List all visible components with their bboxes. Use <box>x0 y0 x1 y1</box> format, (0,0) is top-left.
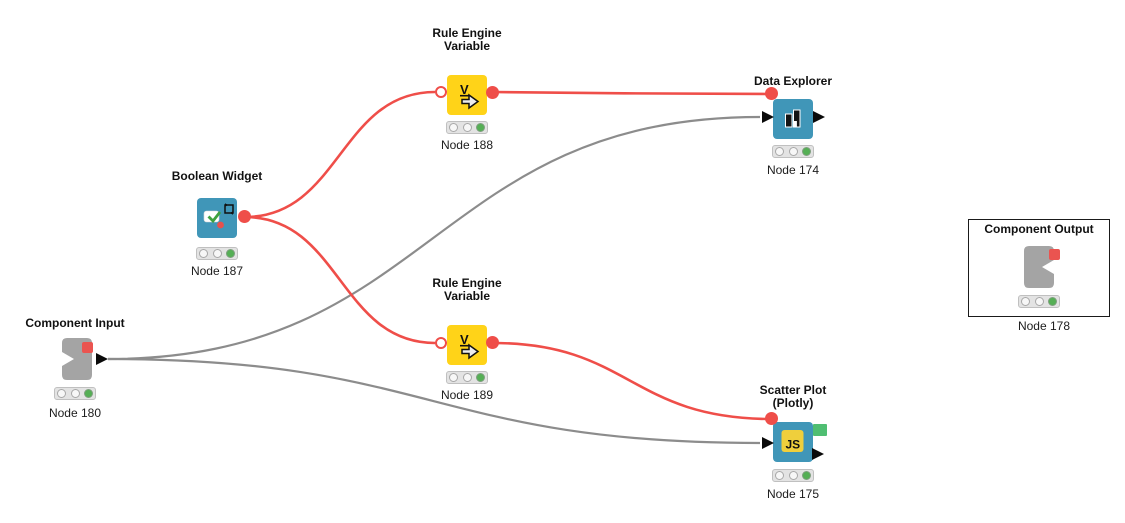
traffic-light <box>1018 295 1060 308</box>
svg-text:V: V <box>460 82 469 97</box>
node-label: Node 188 <box>440 138 494 152</box>
status-dot-executed <box>476 123 485 132</box>
node-boolean-widget[interactable] <box>197 198 237 238</box>
status-dot-configured <box>1034 297 1044 306</box>
connection-boolean-to-rule-engine-bottom[interactable] <box>244 215 436 345</box>
node-label: Node 174 <box>766 163 820 177</box>
status-dot-executed <box>84 389 93 398</box>
flow-variable-port-marker <box>1049 249 1060 260</box>
status-dot-idle <box>1021 297 1030 306</box>
svg-text:V: V <box>460 332 469 347</box>
node-label: Node 175 <box>766 487 820 501</box>
connection-input-to-scatter-plot[interactable] <box>107 357 761 445</box>
node-scatter-plot[interactable]: JS <box>773 422 813 462</box>
data-out-port[interactable] <box>813 111 825 123</box>
node-title-component-output: Component Output <box>984 222 1094 236</box>
traffic-light <box>54 387 96 400</box>
node-rule-engine-variable-top[interactable]: V <box>447 75 487 115</box>
node-title-component-input: Component Input <box>25 316 125 330</box>
node-title-rule-engine-top: Rule Engine Variable <box>432 26 502 53</box>
connection-input-to-data-explorer[interactable] <box>107 115 761 361</box>
flow-variable-out-port[interactable] <box>486 86 499 99</box>
image-out-port[interactable] <box>813 424 827 436</box>
component-output-shape <box>1024 246 1054 288</box>
status-dot-idle <box>775 147 784 156</box>
data-in-port[interactable] <box>762 111 774 123</box>
status-dot-idle <box>449 123 458 132</box>
status-dot-idle <box>199 249 208 258</box>
flow-variable-in-port[interactable] <box>765 87 778 100</box>
node-component-output[interactable] <box>1021 245 1061 294</box>
traffic-light <box>446 121 488 134</box>
traffic-light <box>446 371 488 384</box>
flow-variable-port-marker <box>82 342 93 353</box>
traffic-light <box>772 145 814 158</box>
flow-variable-in-port[interactable] <box>765 412 778 425</box>
flow-variable-out-port[interactable] <box>238 210 251 223</box>
status-dot-executed <box>226 249 235 258</box>
node-data-explorer[interactable] <box>773 99 813 139</box>
node-title-data-explorer: Data Explorer <box>753 74 833 88</box>
node-title-rule-engine-bottom: Rule Engine Variable <box>432 276 502 303</box>
status-dot-executed <box>802 147 811 156</box>
connection-rule-engine-bottom-to-scatter-plot[interactable] <box>492 341 773 421</box>
status-dot-idle <box>57 389 66 398</box>
status-dot-configured <box>212 249 222 258</box>
node-title-boolean-widget: Boolean Widget <box>171 169 263 183</box>
connection-rule-engine-top-to-data-explorer[interactable] <box>492 90 773 96</box>
flow-variable-in-port[interactable] <box>435 337 447 349</box>
status-dot-configured <box>462 373 472 382</box>
rule-engine-variable-icon: V <box>460 332 480 360</box>
node-label: Node 189 <box>440 388 494 402</box>
boolean-widget-icon <box>203 203 234 229</box>
status-dot-executed <box>1048 297 1057 306</box>
connection-boolean-to-rule-engine-top[interactable] <box>244 90 436 219</box>
traffic-light <box>772 469 814 482</box>
data-in-port[interactable] <box>762 437 774 449</box>
status-dot-configured <box>70 389 80 398</box>
node-label: Node 187 <box>190 264 244 278</box>
data-out-port[interactable] <box>96 353 108 365</box>
traffic-light <box>196 247 238 260</box>
node-title-scatter-plot: Scatter Plot (Plotly) <box>759 383 827 410</box>
flow-variable-in-port[interactable] <box>435 86 447 98</box>
flow-variable-out-port[interactable] <box>486 336 499 349</box>
status-dot-configured <box>788 471 798 480</box>
node-rule-engine-variable-bottom[interactable]: V <box>447 325 487 365</box>
svg-text:JS: JS <box>786 438 801 452</box>
data-out-port[interactable] <box>812 448 824 460</box>
node-label: Node 178 <box>1017 319 1071 333</box>
status-dot-configured <box>788 147 798 156</box>
status-dot-idle <box>449 373 458 382</box>
status-dot-executed <box>802 471 811 480</box>
javascript-view-icon: JS <box>781 430 804 452</box>
data-explorer-icon <box>785 109 801 128</box>
status-dot-idle <box>775 471 784 480</box>
node-label: Node 180 <box>48 406 102 420</box>
status-dot-configured <box>462 123 472 132</box>
rule-engine-variable-icon: V <box>460 82 480 110</box>
status-dot-executed <box>476 373 485 382</box>
